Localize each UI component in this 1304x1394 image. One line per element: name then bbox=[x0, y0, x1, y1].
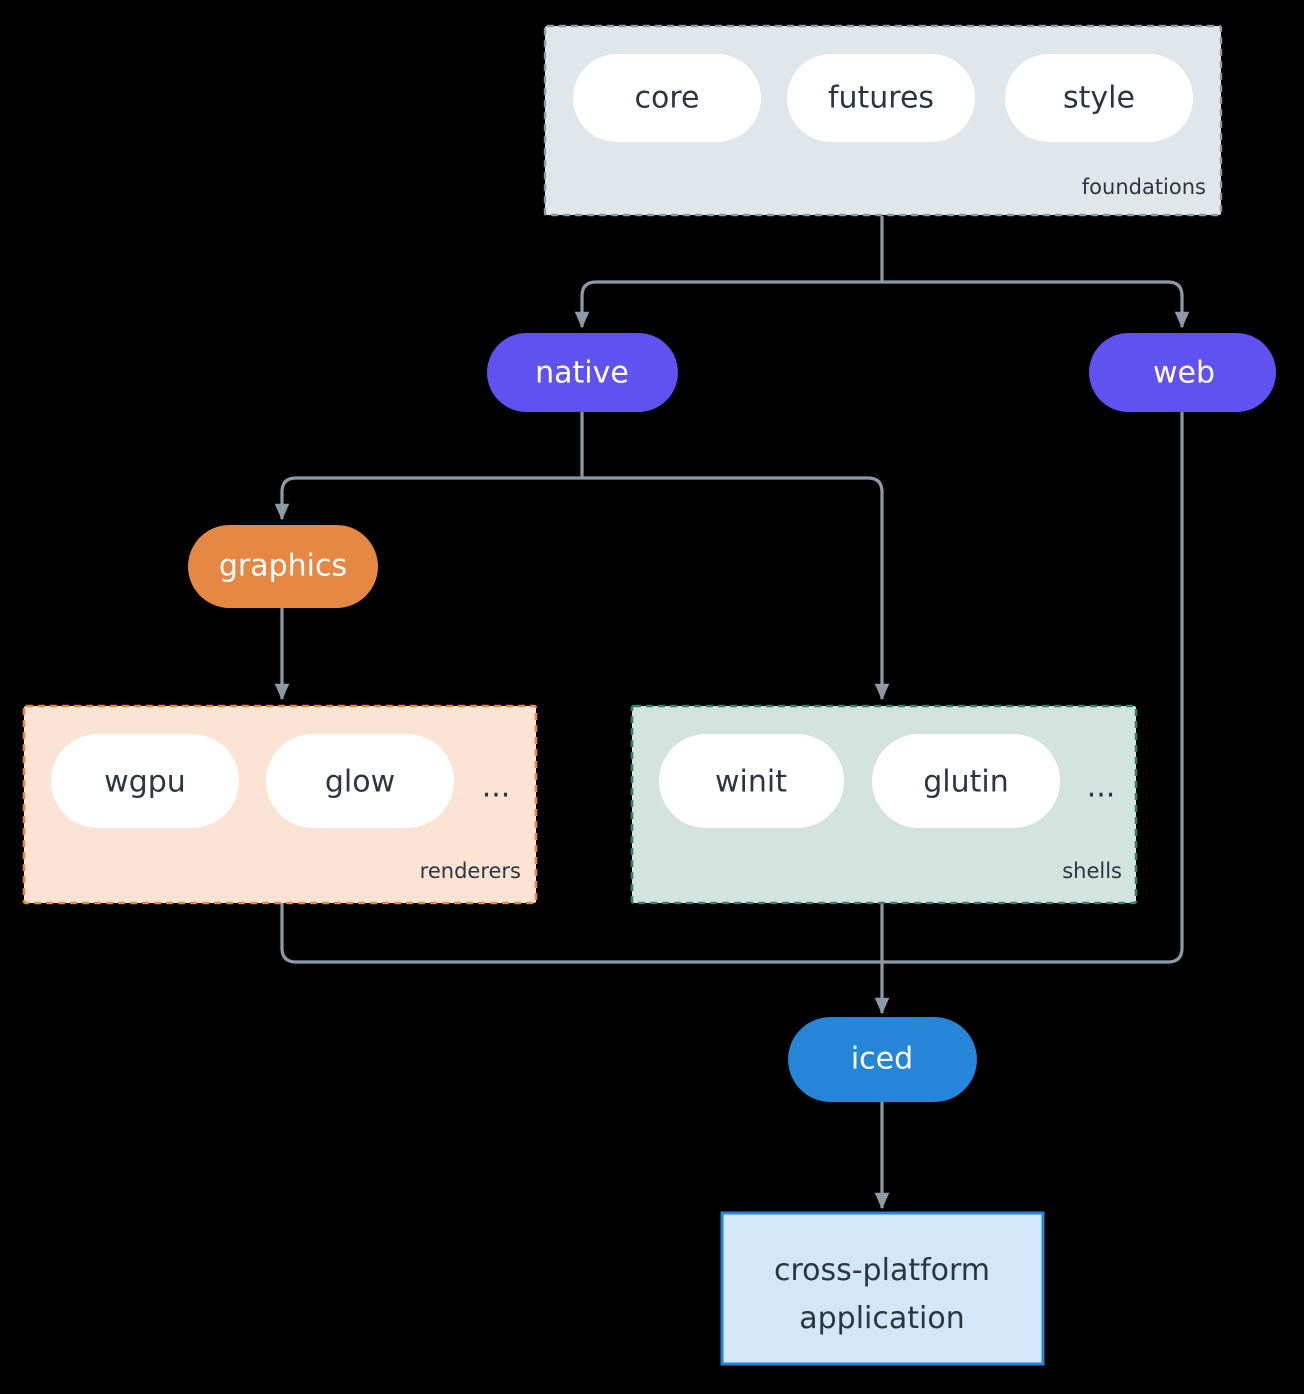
node-futures-shape[interactable] bbox=[787, 54, 975, 142]
node-application[interactable]: cross-platform application bbox=[720, 1211, 1045, 1366]
node-application-label-line1: cross-platform bbox=[774, 1253, 990, 1288]
edge-native-to-shells bbox=[582, 476, 890, 701]
node-graphics-label: graphics bbox=[219, 549, 347, 584]
node-core-shape[interactable] bbox=[573, 54, 761, 142]
node-winit-shape[interactable] bbox=[659, 734, 844, 828]
edge-native-to-graphics bbox=[274, 476, 582, 521]
node-style-shape[interactable] bbox=[1005, 54, 1193, 142]
node-glutin-label: glutin bbox=[923, 765, 1009, 800]
shells-ellipsis: ... bbox=[1087, 770, 1116, 805]
node-wgpu-label: wgpu bbox=[104, 765, 186, 800]
edge-web-to-iced bbox=[882, 412, 1184, 964]
node-glow-label: glow bbox=[325, 765, 395, 800]
node-winit[interactable]: winit bbox=[659, 734, 844, 828]
node-native-label: native bbox=[535, 356, 629, 391]
node-glutin-shape[interactable] bbox=[872, 734, 1060, 828]
node-winit-label: winit bbox=[715, 765, 787, 800]
cluster-foundations: foundations core futures style bbox=[543, 24, 1223, 217]
node-futures[interactable]: futures bbox=[787, 54, 975, 142]
node-native-shape[interactable] bbox=[487, 333, 678, 412]
edge-foundations-to-web bbox=[882, 280, 1190, 329]
node-iced[interactable]: iced bbox=[788, 1017, 977, 1102]
edge-layer bbox=[274, 216, 1190, 1210]
node-graphics[interactable]: graphics bbox=[188, 525, 378, 608]
node-glow-shape[interactable] bbox=[266, 734, 454, 828]
node-web-shape[interactable] bbox=[1089, 333, 1276, 412]
node-wgpu-shape[interactable] bbox=[51, 734, 239, 828]
edge-renderers-to-iced bbox=[280, 903, 882, 964]
node-graphics-shape[interactable] bbox=[188, 525, 378, 608]
renderers-ellipsis: ... bbox=[482, 770, 511, 805]
cluster-renderers: renderers wgpu glow ... bbox=[22, 704, 538, 905]
node-style-label: style bbox=[1063, 81, 1135, 116]
node-native[interactable]: native bbox=[487, 333, 678, 412]
node-style[interactable]: style bbox=[1005, 54, 1193, 142]
node-wgpu[interactable]: wgpu bbox=[51, 734, 239, 828]
node-core[interactable]: core bbox=[573, 54, 761, 142]
node-core-label: core bbox=[635, 81, 700, 116]
node-application-shape[interactable] bbox=[720, 1211, 1045, 1366]
node-web[interactable]: web bbox=[1089, 333, 1276, 412]
node-glutin[interactable]: glutin bbox=[872, 734, 1060, 828]
node-iced-shape[interactable] bbox=[788, 1017, 977, 1102]
node-futures-label: futures bbox=[828, 81, 934, 116]
cluster-shells: shells winit glutin ... bbox=[630, 704, 1138, 905]
node-web-label: web bbox=[1153, 356, 1215, 391]
cluster-renderers-label: renderers bbox=[420, 859, 521, 883]
node-glow[interactable]: glow bbox=[266, 734, 454, 828]
edge-foundations-to-native bbox=[574, 280, 882, 329]
cluster-shells-label: shells bbox=[1062, 859, 1122, 883]
node-iced-label: iced bbox=[851, 1042, 913, 1077]
node-application-label-line2: application bbox=[799, 1301, 964, 1336]
cluster-foundations-label: foundations bbox=[1082, 175, 1206, 199]
